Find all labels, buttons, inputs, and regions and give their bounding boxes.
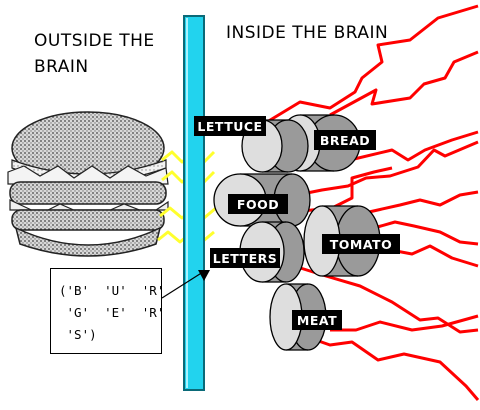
nerve-fiber-letters [293, 264, 479, 334]
spelling-box: ('B' 'U' 'R' 'G' 'E' 'R' 'S') [50, 268, 165, 354]
tag-meat: MEAT [292, 310, 342, 330]
tag-letters-text: LETTERS [213, 251, 278, 266]
spelling-line-2: 'G' 'E' 'R' [59, 305, 165, 320]
nerve-fibers [261, 4, 480, 401]
nerve-fiber-food [291, 140, 479, 198]
spelling-pointer [161, 270, 210, 299]
tag-letters: LETTERS [210, 248, 280, 268]
nerve-fiber-lettuce [261, 4, 479, 127]
tag-tomato: TOMATO [322, 234, 400, 254]
burger-icon [7, 111, 169, 257]
outside-brain-label-line1: OUTSIDE THE [34, 31, 155, 51]
outside-brain-label: OUTSIDE THE BRAIN [34, 28, 155, 80]
node-tags: LETTUCE BREAD FOOD TOMATO LETTERS MEAT [194, 116, 400, 330]
nerve-fiber-food-3 [359, 190, 479, 216]
nerve-fiber-bread [329, 50, 479, 117]
nerve-fiber-meat-2 [330, 314, 479, 332]
tag-bread-text: BREAD [320, 133, 370, 148]
outside-brain-label-line2: BRAIN [34, 57, 89, 77]
tag-tomato-text: TOMATO [330, 237, 392, 252]
tag-bread: BREAD [314, 130, 376, 150]
nerve-fiber-tomato [379, 244, 479, 268]
tag-food: FOOD [228, 194, 288, 214]
nerve-fiber-tomato-2 [359, 220, 479, 246]
inside-brain-label: INSIDE THE BRAIN [226, 23, 389, 43]
tag-food-text: FOOD [237, 197, 279, 212]
tag-lettuce: LETTUCE [194, 116, 266, 136]
tag-meat-text: MEAT [297, 313, 337, 328]
membrane-bar [183, 15, 205, 391]
nerve-fiber-meat [309, 336, 480, 401]
spelling-line-1: ('B' 'U' 'R' [59, 283, 165, 298]
spelling-line-3: 'S') [59, 327, 97, 342]
nerve-fiber-bread-2 [349, 130, 479, 162]
tag-lettuce-text: LETTUCE [197, 119, 262, 134]
